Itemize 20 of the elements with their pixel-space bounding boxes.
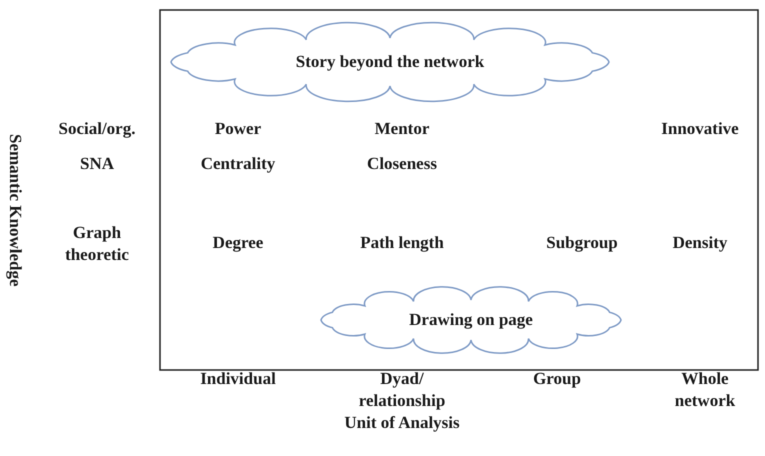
cell-text: Subgroup [545, 232, 619, 254]
cell-text: Power [214, 118, 262, 140]
cell-text: Innovative [660, 118, 740, 140]
row-label: Social/org. [58, 118, 136, 140]
column-label: Individual [199, 368, 277, 390]
row-label: SNA [78, 153, 115, 175]
cell-text: Degree [212, 232, 264, 254]
column-label: Group [532, 368, 582, 390]
axis-title: Semantic Knowledge [5, 132, 26, 288]
cell-text: Closeness [366, 153, 438, 175]
cell-text: Density [672, 232, 728, 254]
cloud-text: Story beyond the network [294, 51, 486, 73]
axis-title: Unit of Analysis [343, 412, 461, 434]
cell-text: Path length [359, 232, 445, 254]
column-label: Whole network [674, 368, 736, 412]
cell-text: Mentor [374, 118, 430, 140]
column-label: Dyad/ relationship [358, 368, 446, 412]
row-label: Graph theoretic [64, 222, 130, 266]
cell-text: Centrality [200, 153, 276, 175]
cloud-text: Drawing on page [408, 309, 534, 331]
